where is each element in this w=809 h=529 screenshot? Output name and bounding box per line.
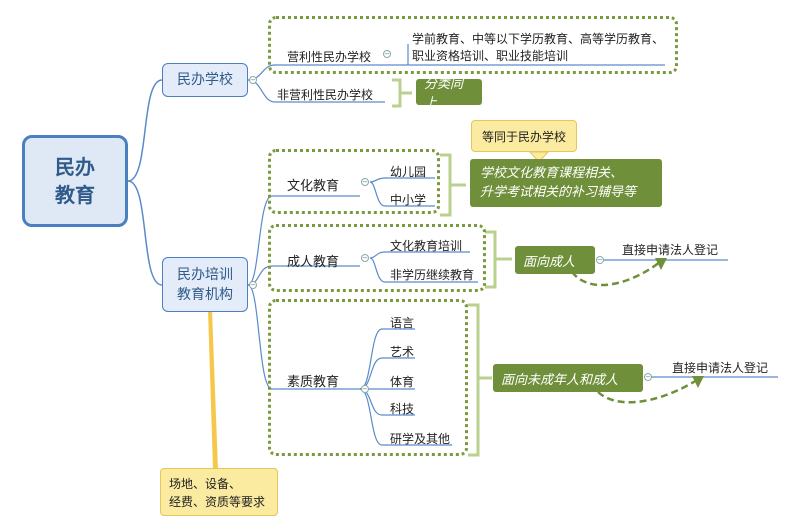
culture-note[interactable]: 等同于民办学校 [471,120,577,152]
collapse-icon[interactable]: − [644,373,652,381]
adult-summary[interactable]: 面向成人 [515,246,595,274]
node-private-training-line2: 教育机构 [177,286,233,303]
culture-education-label[interactable]: 文化教育 [287,179,340,194]
culture-item-k12[interactable]: 中小学 [390,193,427,207]
collapse-icon[interactable]: − [361,385,369,393]
quality-education-label[interactable]: 素质教育 [287,375,340,390]
quality-action[interactable]: 直接申请法人登记 [672,361,769,375]
collapse-icon[interactable]: − [361,178,369,186]
culture-note-text: 等同于民办学校 [481,129,566,144]
culture-group-box [268,149,440,214]
collapse-icon[interactable]: − [249,76,257,84]
non-profit-summary[interactable]: 分类同上 [416,77,482,111]
culture-summary-line1: 学校文化教育课程相关、 [480,166,624,181]
quality-summary-text: 面向未成年人和成人 [501,372,619,388]
quality-item-sports[interactable]: 体育 [390,375,415,389]
quality-item-art[interactable]: 艺术 [390,345,415,359]
root-title-line2: 教育 [55,183,95,207]
node-private-schools-label: 民办学校 [177,72,233,88]
collapse-icon[interactable]: − [383,50,391,58]
adult-summary-text: 面向成人 [523,254,576,270]
adult-item-non-degree[interactable]: 非学历继续教育 [390,268,475,282]
adult-item-culture-training[interactable]: 文化教育培训 [390,239,463,253]
for-profit-school-label[interactable]: 营利性民办学校 [287,50,372,64]
node-private-training-line1: 民办培训 [177,266,233,283]
node-private-training[interactable]: 民办培训 教育机构 [162,257,248,312]
culture-item-kindergarten[interactable]: 幼儿园 [390,165,427,179]
adult-group-box [268,224,486,292]
for-profit-detail-line2[interactable]: 职业资格培训、职业技能培训 [412,49,569,63]
non-profit-school-label[interactable]: 非营利性民办学校 [277,88,374,102]
culture-summary[interactable]: 学校文化教育课程相关、 升学考试相关的补习辅导等 [470,159,662,207]
requirements-note-line1: 场地、设备、 [169,477,242,491]
quality-item-study-tour[interactable]: 研学及其他 [390,432,451,446]
quality-summary[interactable]: 面向未成年人和成人 [493,364,643,392]
node-private-schools[interactable]: 民办学校 [162,63,248,97]
for-profit-group-box [268,16,678,74]
adult-action[interactable]: 直接申请法人登记 [622,243,719,257]
root-node[interactable]: 民办 教育 [22,135,128,227]
adult-education-label[interactable]: 成人教育 [287,255,340,270]
quality-group-box [268,299,468,456]
root-title-line1: 民办 [55,155,95,179]
requirements-note-line2: 经费、资质等要求 [169,495,266,509]
collapse-icon[interactable]: − [361,254,369,262]
collapse-icon[interactable]: − [249,281,257,289]
quality-item-technology[interactable]: 科技 [390,402,415,416]
non-profit-summary-text: 分类同上 [424,77,464,111]
for-profit-detail-line1[interactable]: 学前教育、中等以下学历教育、高等学历教育、 [412,32,665,46]
culture-summary-line2: 升学考试相关的补习辅导等 [480,185,637,200]
quality-item-language[interactable]: 语言 [390,316,415,330]
requirements-note[interactable]: 场地、设备、 经费、资质等要求 [160,468,278,516]
collapse-icon[interactable]: − [596,256,604,264]
